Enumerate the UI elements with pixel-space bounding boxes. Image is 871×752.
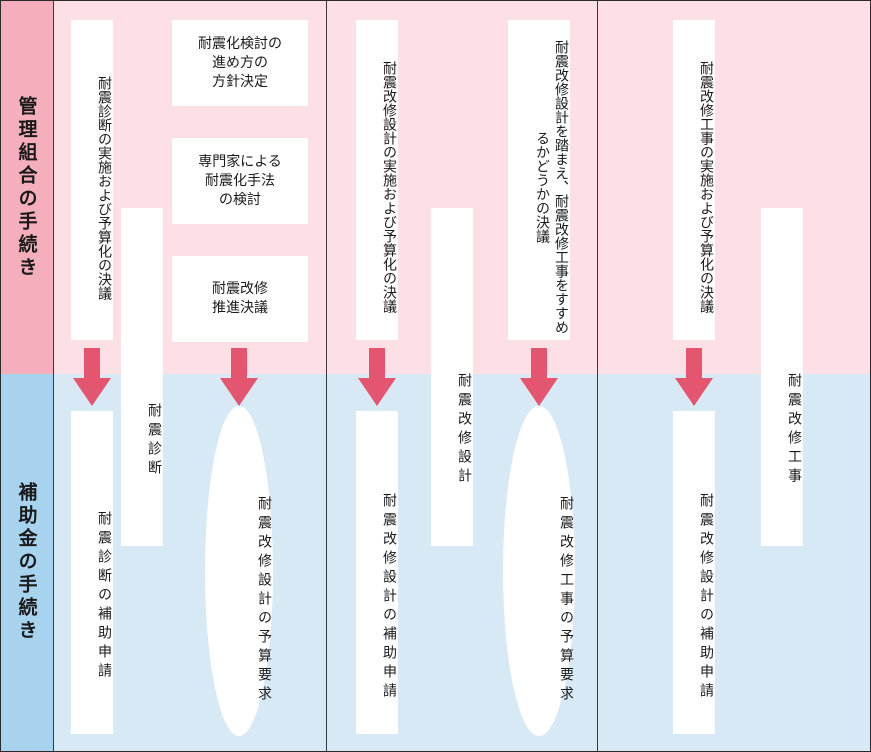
section-label-subsidy: 補助金の手続き: [15, 482, 38, 643]
arrow-shape: [358, 348, 396, 406]
box-design-subsidy-application: 耐震改修設計の補助申請: [356, 411, 398, 734]
box-construction-decision: 耐震改修設計を踏まえ、耐震改修工事をすすめるかどうかの決議: [508, 20, 570, 340]
box-expert-review: 専門家による 耐震化手法 の検討: [172, 138, 308, 224]
box-retrofit-construction: 耐震改修工事: [761, 208, 803, 546]
down-arrow-icon: [520, 348, 558, 406]
box-retrofit-design: 耐震改修設計: [431, 208, 473, 546]
arrow-shape: [520, 348, 558, 406]
box-construction-subsidy-application: 耐震改修設計の補助申請: [673, 411, 715, 734]
box-design-resolution: 耐震改修設計の実施および予算化の決議: [356, 20, 398, 340]
box-diagnosis: 耐震診断: [121, 208, 163, 546]
box-retrofit-resolution: 耐震改修 推進決議: [172, 256, 308, 342]
down-arrow-icon: [675, 348, 713, 406]
box-policy-decision: 耐震化検討の 進め方の 方針決定: [172, 20, 308, 106]
arrow-shape: [73, 348, 111, 406]
column-divider: [597, 1, 598, 751]
column-divider: [53, 1, 54, 751]
management-label-column: [1, 1, 53, 374]
oval-construction-budget-request: 耐震改修工事の予算要求: [503, 406, 575, 736]
arrow-shape: [220, 348, 258, 406]
box-diagnosis-resolution: 耐震診断の実施および予算化の決議: [71, 20, 113, 340]
box-diagnosis-subsidy-application: 耐震診断の補助申請: [71, 411, 113, 734]
arrow-shape: [675, 348, 713, 406]
column-divider: [326, 1, 327, 751]
section-label-management: 管理組合の手続き: [15, 95, 38, 280]
oval-design-budget-request: 耐震改修設計の予算要求: [205, 406, 273, 736]
subsidy-label-column: [1, 374, 53, 751]
down-arrow-icon: [358, 348, 396, 406]
down-arrow-icon: [73, 348, 111, 406]
box-construction-resolution: 耐震改修工事の実施および予算化の決議: [673, 20, 715, 340]
down-arrow-icon: [220, 348, 258, 406]
